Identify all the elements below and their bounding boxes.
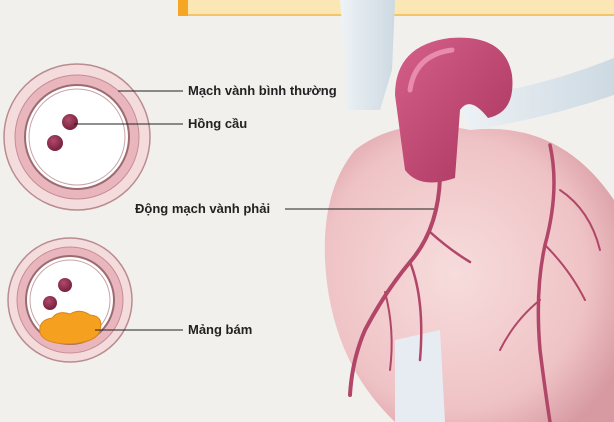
red-blood-cell	[47, 135, 63, 151]
heart-body	[325, 126, 614, 422]
label-red-blood-cell: Hồng cầu	[188, 116, 247, 131]
plaque-artery-cross-section	[8, 238, 132, 362]
superior-vena-cava	[340, 0, 395, 110]
red-blood-cell	[58, 278, 72, 292]
label-right-coronary-artery: Động mạch vành phải	[135, 201, 270, 216]
red-blood-cell	[62, 114, 78, 130]
normal-artery-cross-section	[4, 64, 150, 210]
label-normal-artery: Mạch vành bình thường	[188, 83, 337, 98]
label-plaque: Mảng bám	[188, 322, 252, 337]
red-blood-cell	[43, 296, 57, 310]
